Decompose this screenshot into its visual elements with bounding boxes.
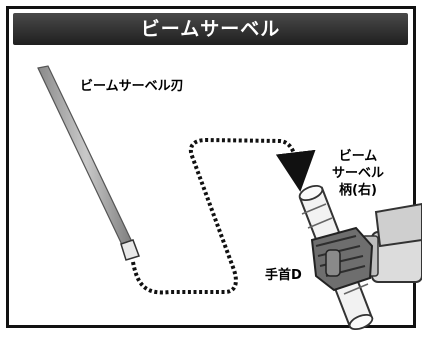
handle-label-line1: ビーム — [338, 149, 378, 164]
diagram-title: ビームサーベル — [140, 18, 281, 40]
wrist-label: 手首D — [265, 268, 302, 283]
saber-blade — [37, 65, 140, 261]
robot-arm — [361, 202, 422, 283]
blade-label: ビームサーベル刃 — [80, 79, 184, 94]
handle-label-line3: 柄(右) — [339, 183, 377, 198]
title-bar: ビームサーベル — [13, 13, 408, 45]
handle-label-line2: サーベル — [331, 166, 384, 181]
handle-label: ビーム サーベル 柄(右) — [322, 148, 394, 199]
robot-hand — [310, 226, 374, 292]
